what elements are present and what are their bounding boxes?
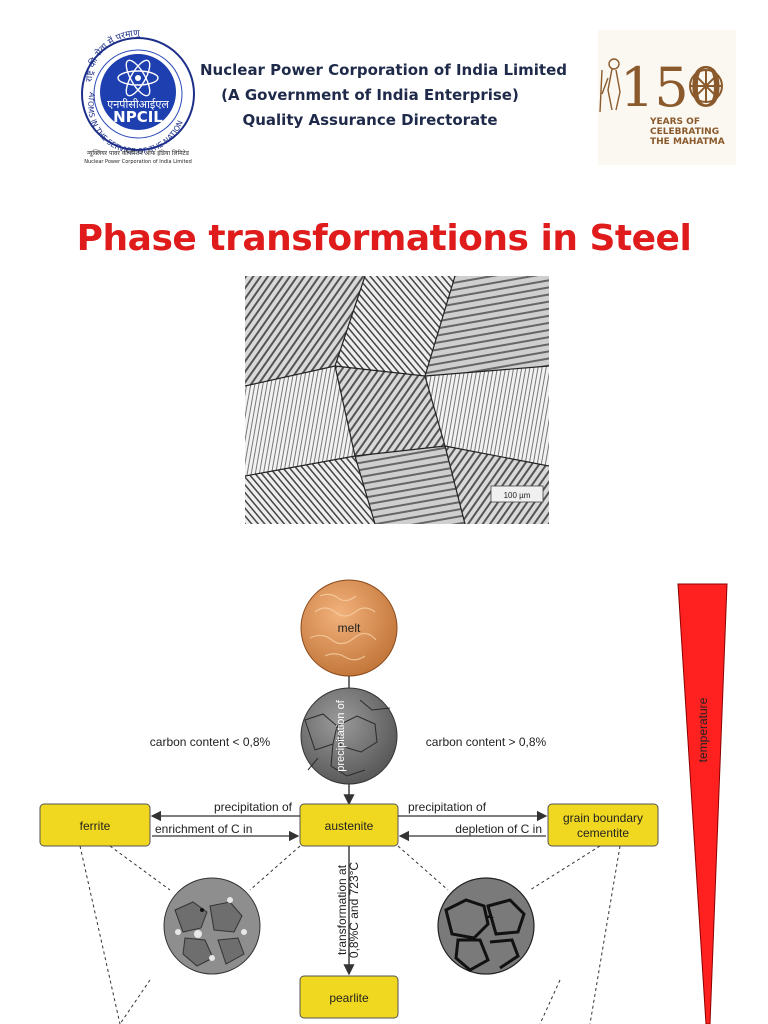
charkha-wheel-icon <box>689 69 723 103</box>
years-line-2: CELEBRATING <box>650 127 719 137</box>
micrograph-scale-label: 100 µm <box>504 491 531 500</box>
header-line-2: (A Government of India Enterprise) <box>221 86 519 104</box>
npcil-hindi-name: एनपीसीआईएल <box>107 98 169 111</box>
cementite-label-line-1: grain boundary <box>563 811 643 825</box>
page-title: Phase transformations in Steel <box>76 218 692 259</box>
melt-node: melt <box>300 579 398 677</box>
transformation-label-line-2: 0,8%C and 723°C <box>347 862 361 959</box>
organization-header: Nuclear Power Corporation of India Limit… <box>200 58 568 133</box>
ferrite-label: ferrite <box>80 819 111 833</box>
melt-label: melt <box>338 621 361 635</box>
left-condition-label: carbon content < 0,8% <box>150 735 271 749</box>
header-line-3: Quality Assurance Directorate <box>242 111 498 129</box>
npcil-name: NPCIL <box>113 108 163 126</box>
austenite-label: austenite <box>325 819 374 833</box>
npcil-sub-en: Nuclear Power Corporation of India Limit… <box>84 159 192 165</box>
years-line-3: THE MAHATMA <box>650 137 725 147</box>
cementite-node: grain boundary cementite <box>547 803 659 847</box>
header-line-1: Nuclear Power Corporation of India Limit… <box>200 61 568 79</box>
right-arrow-top-label: precipitation of <box>408 800 487 814</box>
right-condition-label: carbon content > 0,8% <box>426 735 547 749</box>
gandhi-silhouette-icon <box>599 58 621 113</box>
left-arrow-top-label: precipitation of <box>214 800 293 814</box>
temperature-wedge <box>677 583 728 1024</box>
pearlite-node: pearlite <box>299 975 399 1019</box>
steel-micrograph-image: 100 µm <box>245 276 549 524</box>
precipitation-vertical-label: precipitation of <box>335 699 347 771</box>
cementite-label-line-2: cementite <box>577 826 629 840</box>
temperature-label: temperature <box>696 697 710 762</box>
years-line-1: YEARS OF <box>649 117 700 127</box>
ferrite-node: ferrite <box>39 803 151 847</box>
pearlite-label: pearlite <box>329 991 369 1005</box>
austenite-node: austenite <box>299 803 399 847</box>
cementite-microstructure <box>437 877 535 975</box>
austenite-microstructure: precipitation of <box>300 687 398 785</box>
mahatma-150-logo: 150 YEARS OF CELEBRATING THE MAHATMA <box>598 30 736 165</box>
transformation-label-line-1: transformation at <box>335 864 349 955</box>
left-arrow-bottom-label: enrichment of C in <box>155 822 252 836</box>
npcil-logo: एनपीसीआईएल NPCIL राष्ट्र की सेवा में परम… <box>81 29 195 165</box>
right-arrow-bottom-label: depletion of C in <box>455 822 542 836</box>
ferrite-microstructure <box>163 877 261 975</box>
phase-transformation-diagram: temperature melt precipitation of carbon… <box>39 579 728 1024</box>
npcil-sub-hindi: न्यूक्लियर पावर कॉर्पोरेशन ऑफ इंडिया लिम… <box>87 149 190 157</box>
